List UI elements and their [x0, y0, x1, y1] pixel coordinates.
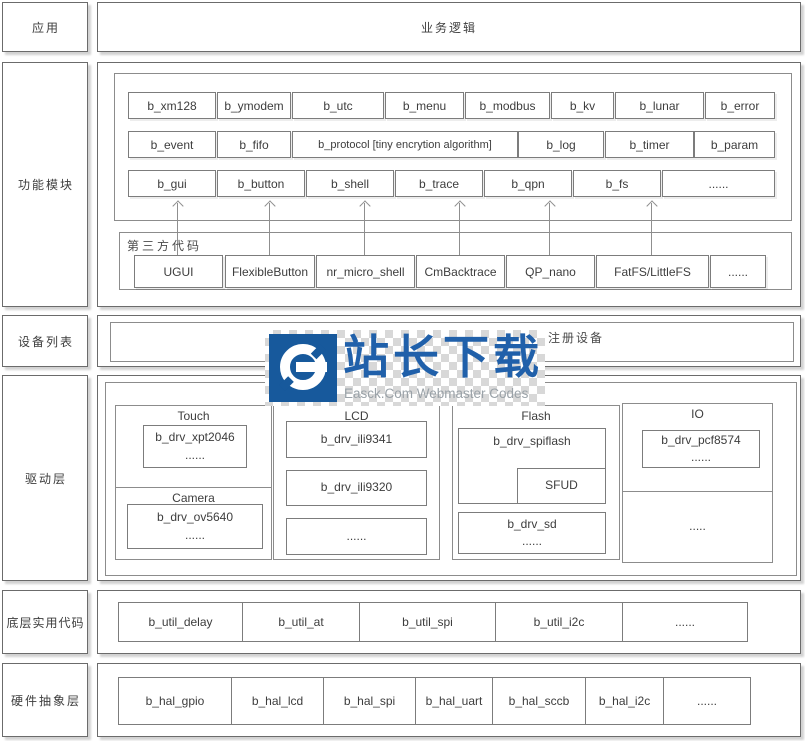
layer-label-util: 底层实用代码: [2, 590, 88, 654]
module-box: b_utc: [292, 92, 384, 119]
third-party-box: nr_micro_shell: [316, 255, 415, 288]
watermark-title: 站长下载: [343, 331, 543, 383]
third-party-box: FatFS/LittleFS: [596, 255, 709, 288]
driver-box: b_drv_pcf8574 ......: [642, 430, 760, 468]
module-box: b_kv: [551, 92, 614, 119]
module-box: b_menu: [385, 92, 464, 119]
hal-box: b_hal_sccb: [492, 677, 586, 725]
arrow-up-icon: [647, 201, 657, 255]
group-divider: [115, 487, 272, 488]
layer-label-hal: 硬件抽象层: [2, 663, 88, 737]
layer-label-devices: 设备列表: [2, 315, 88, 367]
group-divider: [622, 491, 773, 492]
easck-logo-icon: [269, 334, 337, 402]
arrow-up-icon: [360, 201, 370, 255]
hal-box: ......: [663, 677, 751, 725]
driver-group-flash: Flash b_drv_spiflash SFUD b_drv_sd .....…: [452, 405, 620, 560]
util-box: b_util_i2c: [495, 602, 623, 642]
driver-group-title: LCD: [344, 409, 369, 423]
driver-group-touch-camera: Touch b_drv_xpt2046 ...... Camera b_drv_…: [115, 405, 272, 560]
util-box: b_util_at: [242, 602, 360, 642]
module-box: b_fifo: [217, 131, 291, 158]
module-box: b_gui: [128, 170, 216, 197]
arrow-up-icon: [455, 201, 465, 255]
module-box: b_protocol [tiny encrytion algorithm]: [292, 131, 518, 158]
hal-box: b_hal_gpio: [118, 677, 232, 725]
driver-box-more: ......: [690, 450, 711, 464]
module-box: b_timer: [605, 131, 694, 158]
module-box: b_button: [217, 170, 305, 197]
third-party-box: QP_nano: [506, 255, 595, 288]
arrow-up-icon: [545, 201, 555, 255]
driver-box: b_drv_xpt2046 ......: [143, 425, 247, 468]
layer-label-driver: 驱动层: [2, 375, 88, 581]
layer-label-modules: 功能模块: [2, 62, 88, 307]
driver-group-title: Camera: [172, 491, 215, 505]
driver-box-name: b_drv_pcf8574: [661, 432, 741, 447]
driver-box-name: b_drv_ov5640: [156, 510, 234, 525]
module-box: b_xm128: [128, 92, 216, 119]
module-box: b_event: [128, 131, 216, 158]
module-box: b_error: [705, 92, 775, 119]
driver-box: b_drv_sd ......: [458, 512, 606, 554]
layer-label-app: 应用: [2, 2, 88, 52]
driver-box-more: ......: [184, 447, 205, 462]
driver-group-title: IO: [691, 407, 704, 421]
module-box: b_modbus: [465, 92, 550, 119]
module-box: b_log: [518, 131, 604, 158]
module-box: b_trace: [395, 170, 483, 197]
driver-box-more: ......: [184, 527, 205, 542]
driver-box-name: b_drv_xpt2046: [155, 430, 235, 445]
module-box: b_fs: [573, 170, 661, 197]
driver-box-name: b_drv_spiflash: [493, 434, 571, 448]
module-box: b_shell: [306, 170, 394, 197]
util-box: b_util_spi: [359, 602, 496, 642]
module-box: b_lunar: [615, 92, 704, 119]
registered-devices-label: 注册设备: [548, 331, 605, 345]
hal-box: b_hal_spi: [323, 677, 416, 725]
util-box: ......: [622, 602, 748, 642]
module-box: b_param: [694, 131, 775, 158]
third-party-box: FlexibleButton: [225, 255, 315, 288]
third-party-box: UGUI: [134, 255, 223, 288]
driver-group-title: Touch: [177, 409, 210, 423]
third-party-section: 第三方代码: [119, 232, 792, 290]
third-party-label: 第三方代码: [127, 239, 203, 253]
hal-box: b_hal_uart: [415, 677, 493, 725]
hal-box: b_hal_i2c: [585, 677, 664, 725]
hal-box: b_hal_lcd: [231, 677, 324, 725]
module-box: ......: [662, 170, 775, 197]
driver-box: b_drv_ili9341: [286, 421, 427, 458]
business-logic-box: 业务逻辑: [97, 2, 801, 52]
driver-box-more: ......: [521, 534, 542, 548]
third-party-box: ......: [710, 255, 766, 288]
hal-layer-row: b_hal_gpio b_hal_lcd b_hal_spi b_hal_uar…: [97, 663, 801, 737]
module-box: b_ymodem: [217, 92, 291, 119]
watermark-subtitle: Easck.Com Webmaster Codes: [344, 386, 529, 401]
util-layer-row: b_util_delay b_util_at b_util_spi b_util…: [97, 590, 801, 654]
driver-group-lcd: LCD b_drv_ili9341 b_drv_ili9320 ......: [273, 405, 440, 560]
driver-box-name: b_drv_sd: [507, 516, 557, 531]
arrow-up-icon: [173, 201, 183, 255]
third-party-box: CmBacktrace: [416, 255, 505, 288]
driver-box: b_drv_spiflash SFUD: [458, 428, 606, 504]
arrow-up-icon: [265, 201, 275, 255]
driver-group-io: IO b_drv_pcf8574 ...... .....: [622, 403, 773, 563]
module-box: b_qpn: [484, 170, 572, 197]
watermark: 站长下载 Easck.Com Webmaster Codes: [265, 330, 545, 406]
function-modules-row: b_xm128 b_ymodem b_utc b_menu b_modbus b…: [97, 62, 801, 307]
driver-box: b_drv_ov5640 ......: [127, 504, 263, 549]
driver-group-title: Flash: [521, 409, 551, 423]
driver-box: ......: [286, 518, 427, 555]
driver-box-sfud: SFUD: [517, 468, 606, 504]
driver-box: b_drv_ili9320: [286, 470, 427, 506]
util-box: b_util_delay: [118, 602, 243, 642]
driver-box-more: .....: [689, 519, 706, 533]
